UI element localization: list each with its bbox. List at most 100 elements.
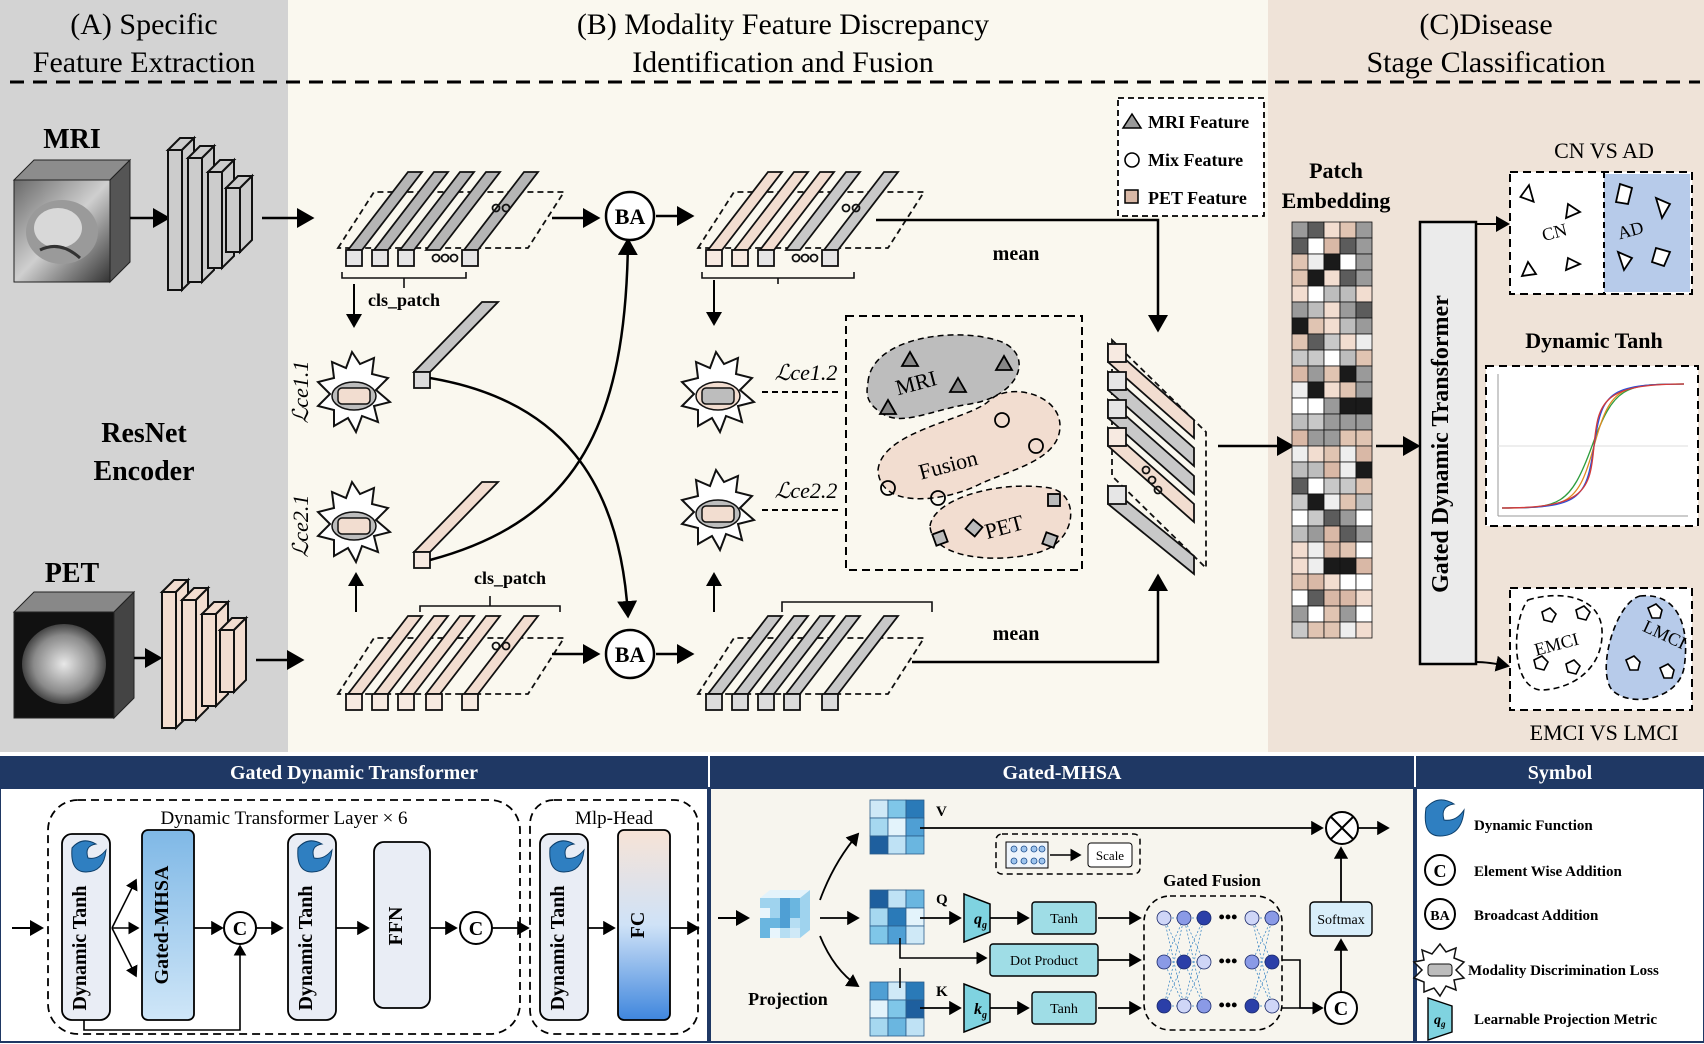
embedding-cell: [1291, 477, 1309, 495]
cn-vs-ad-label: CN VS AD: [1554, 138, 1654, 163]
emci-markers: [1533, 605, 1591, 675]
embedding-cell: [1323, 397, 1341, 415]
embedding-cell: [1323, 525, 1341, 543]
symbol-qg-symbol: q: [1434, 1013, 1441, 1028]
loss-label-11: ℒce1.1: [288, 361, 313, 424]
embedding-cell: [1307, 461, 1325, 479]
dynamic-tanh-block-3: [539, 833, 589, 1021]
matrix-cell: [905, 999, 925, 1019]
add-2-label: C: [469, 918, 483, 940]
pet-token-stack: [336, 615, 566, 711]
fused-top-bracket: [701, 272, 855, 284]
embedding-cell: [1307, 349, 1325, 367]
embedding-cell: [1355, 557, 1373, 575]
embedding-cell: [1355, 285, 1373, 303]
kg-subscript: g: [981, 1010, 987, 1021]
section-a-title-1: (A) Specific: [70, 8, 217, 41]
fusion-add-label: C: [1334, 998, 1348, 1020]
loss-label-22: ℒce2.2: [775, 478, 838, 503]
dynamic-tanh-label-3: Dynamic Tanh: [547, 885, 569, 1010]
embedding-cell: [1339, 605, 1357, 623]
embedding-cell: [1355, 397, 1373, 415]
cube-pixel: [780, 898, 790, 908]
q-matrix: [869, 889, 925, 945]
matrix-cell: [887, 817, 907, 837]
embedding-cell: [1355, 429, 1373, 447]
matrix-cell: [869, 999, 889, 1019]
kg-symbol: k: [974, 1001, 982, 1018]
fc-label: FC: [627, 912, 649, 939]
q-label: Q: [936, 892, 948, 908]
fusion-node: [1244, 910, 1260, 926]
embedding-cell: [1339, 525, 1357, 543]
embedding-cell: [1291, 317, 1309, 335]
embedding-cell: [1323, 573, 1341, 591]
matrix-cell: [905, 1017, 925, 1037]
gated-transformer-label: Gated Dynamic Transformer: [1428, 295, 1454, 593]
matrix-cell: [869, 817, 889, 837]
cube-top: [760, 890, 810, 898]
modality-loss-icon: [1412, 942, 1466, 998]
dynamic-tanh-block-1: [61, 833, 111, 1021]
embedding-cell: [1291, 605, 1309, 623]
fusion-edge: [1183, 917, 1205, 1007]
kg-label: kg: [974, 1001, 987, 1021]
tanh-to-mhsa-arrow-down: [111, 927, 138, 978]
embedding-cell: [1355, 621, 1373, 639]
embedding-cell: [1323, 253, 1341, 271]
fusion-node: [1196, 954, 1212, 970]
ffn-block: [373, 841, 431, 1009]
tanh-node-q: [1031, 901, 1097, 935]
symbol-header: Symbol: [1528, 762, 1593, 784]
lmci-markers: [1624, 603, 1675, 679]
fusion-node: [1196, 998, 1212, 1014]
symbol-ba-glyph: BA: [1430, 909, 1450, 924]
fusion-node: [1244, 954, 1260, 970]
embedding-cell: [1339, 317, 1357, 335]
embedding-cell: [1339, 477, 1357, 495]
fusion-node: [1156, 954, 1172, 970]
mlp-head-box: [529, 799, 699, 1035]
concat-token-stack: [1107, 337, 1207, 576]
gated-mhsa-label: Gated-MHSA: [151, 865, 173, 984]
embedding-cell: [1307, 605, 1325, 623]
matrix-cell: [905, 835, 925, 855]
proj-to-k-arrow: [819, 935, 860, 987]
embedding-cell: [1323, 621, 1341, 639]
embedding-cell: [1291, 221, 1309, 239]
matrix-cell: [887, 799, 907, 819]
gdt-header: Gated Dynamic Transformer: [230, 762, 478, 784]
embedding-cell: [1291, 237, 1309, 255]
tanh-label-q: Tanh: [1050, 912, 1078, 927]
symbol-learnable-projection: Learnable Projection Metric: [1474, 1012, 1657, 1028]
embedding-cell: [1307, 541, 1325, 559]
symbol-c-glyph: C: [1434, 861, 1447, 881]
tanh-label-k: Tanh: [1050, 1002, 1078, 1017]
embedding-cell: [1307, 573, 1325, 591]
symbol-modality-loss: Modality Discrimination Loss: [1468, 963, 1659, 979]
broadcast-addition-icon: [1424, 898, 1456, 930]
legend-mix-marker: [1124, 152, 1140, 168]
embedding-cell: [1307, 317, 1325, 335]
embedding-cell: [1291, 253, 1309, 271]
gated-mhsa-block: [141, 829, 195, 1021]
encoder-label-2: Encoder: [93, 456, 194, 487]
fusion-node: [1264, 910, 1280, 926]
embedding-cell: [1355, 301, 1373, 319]
embedding-cell: [1323, 429, 1341, 447]
mri-encoder-blocks: [165, 135, 255, 293]
embedding-cell: [1291, 381, 1309, 399]
fusion-edge: [1251, 961, 1273, 1007]
embedding-cell: [1355, 509, 1373, 527]
v-label: V: [936, 804, 947, 820]
embedding-cell: [1355, 477, 1373, 495]
embedding-cell: [1307, 237, 1325, 255]
symbol-element-wise-addition: Element Wise Addition: [1474, 864, 1622, 880]
section-a-title-2: Feature Extraction: [33, 46, 255, 79]
fused-bottom-bracket: [781, 601, 933, 612]
symbol-broadcast-addition: Broadcast Addition: [1474, 908, 1599, 924]
embedding-cell: [1339, 381, 1357, 399]
embedding-cell: [1323, 605, 1341, 623]
pet-cls-token: [411, 481, 501, 569]
ffn-label: FFN: [385, 906, 407, 945]
